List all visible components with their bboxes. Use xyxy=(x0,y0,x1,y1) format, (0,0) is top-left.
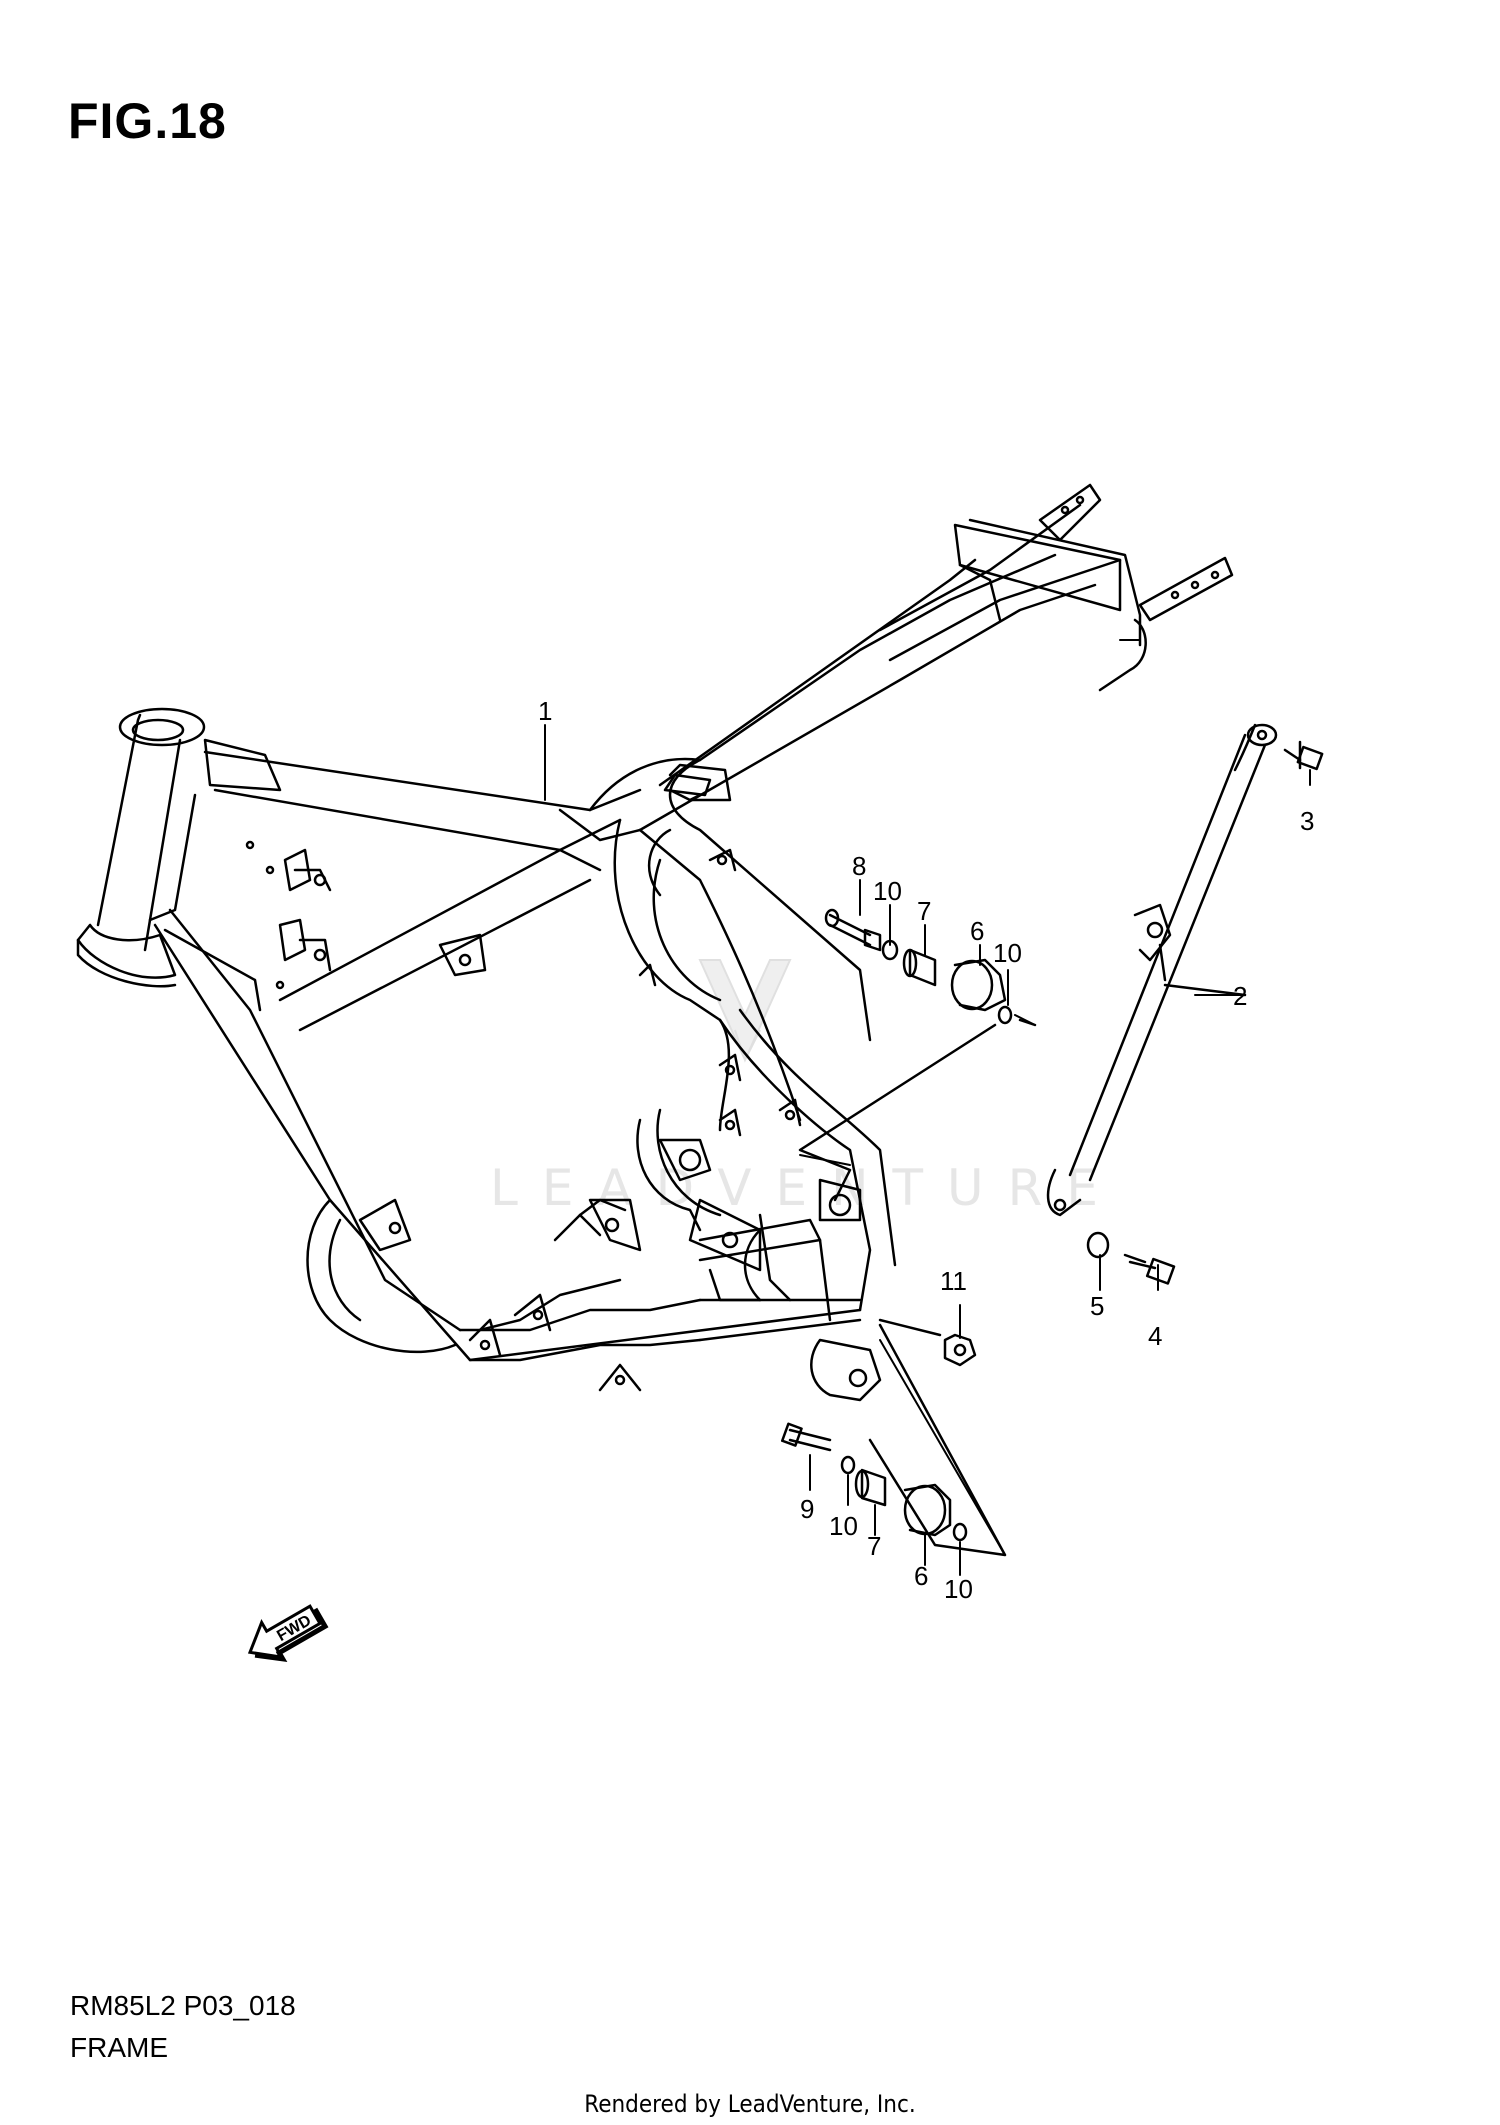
fwd-arrow-icon: FWD xyxy=(247,1604,329,1663)
callout-4: 4 xyxy=(1148,1321,1162,1351)
callout-7-lower: 7 xyxy=(867,1531,881,1561)
callout-2: 2 xyxy=(1233,981,1247,1011)
callout-7-upper: 7 xyxy=(917,896,931,926)
callout-9: 9 xyxy=(800,1494,814,1524)
callout-10-a: 10 xyxy=(873,876,902,906)
leader-lines xyxy=(544,639,1311,1576)
footer-credit: Rendered by LeadVenture, Inc. xyxy=(584,2090,916,2118)
part-3-bolt xyxy=(1283,740,1324,771)
callout-10-b: 10 xyxy=(993,938,1022,968)
figure-title: FIG.18 xyxy=(68,93,227,149)
callout-6-upper: 6 xyxy=(970,916,984,946)
main-frame xyxy=(76,483,1234,1402)
watermark-text: LEADVENTURE xyxy=(490,1159,1122,1217)
callout-6-lower: 6 xyxy=(914,1561,928,1591)
diagram-name: FRAME xyxy=(70,2032,168,2063)
callout-5: 5 xyxy=(1090,1291,1104,1321)
callout-8: 8 xyxy=(852,851,866,881)
lower-mount-stack xyxy=(780,1318,1007,1557)
callout-10-c: 10 xyxy=(829,1511,858,1541)
watermark-logo xyxy=(698,959,792,1063)
part-4-bolt xyxy=(1123,1253,1176,1285)
callout-10-d: 10 xyxy=(944,1574,973,1604)
callout-labels: 1 2 3 4 5 6 6 7 7 8 9 10 10 10 10 11 xyxy=(538,696,1314,1604)
callout-11: 11 xyxy=(940,1266,967,1296)
diagram-code: RM85L2 P03_018 xyxy=(70,1990,296,2021)
callout-1: 1 xyxy=(538,696,552,726)
part-5-washer xyxy=(1086,1231,1110,1259)
part-2-brace xyxy=(1046,723,1278,1217)
watermark: LEADVENTURE xyxy=(490,959,1122,1217)
callout-3: 3 xyxy=(1300,806,1314,836)
